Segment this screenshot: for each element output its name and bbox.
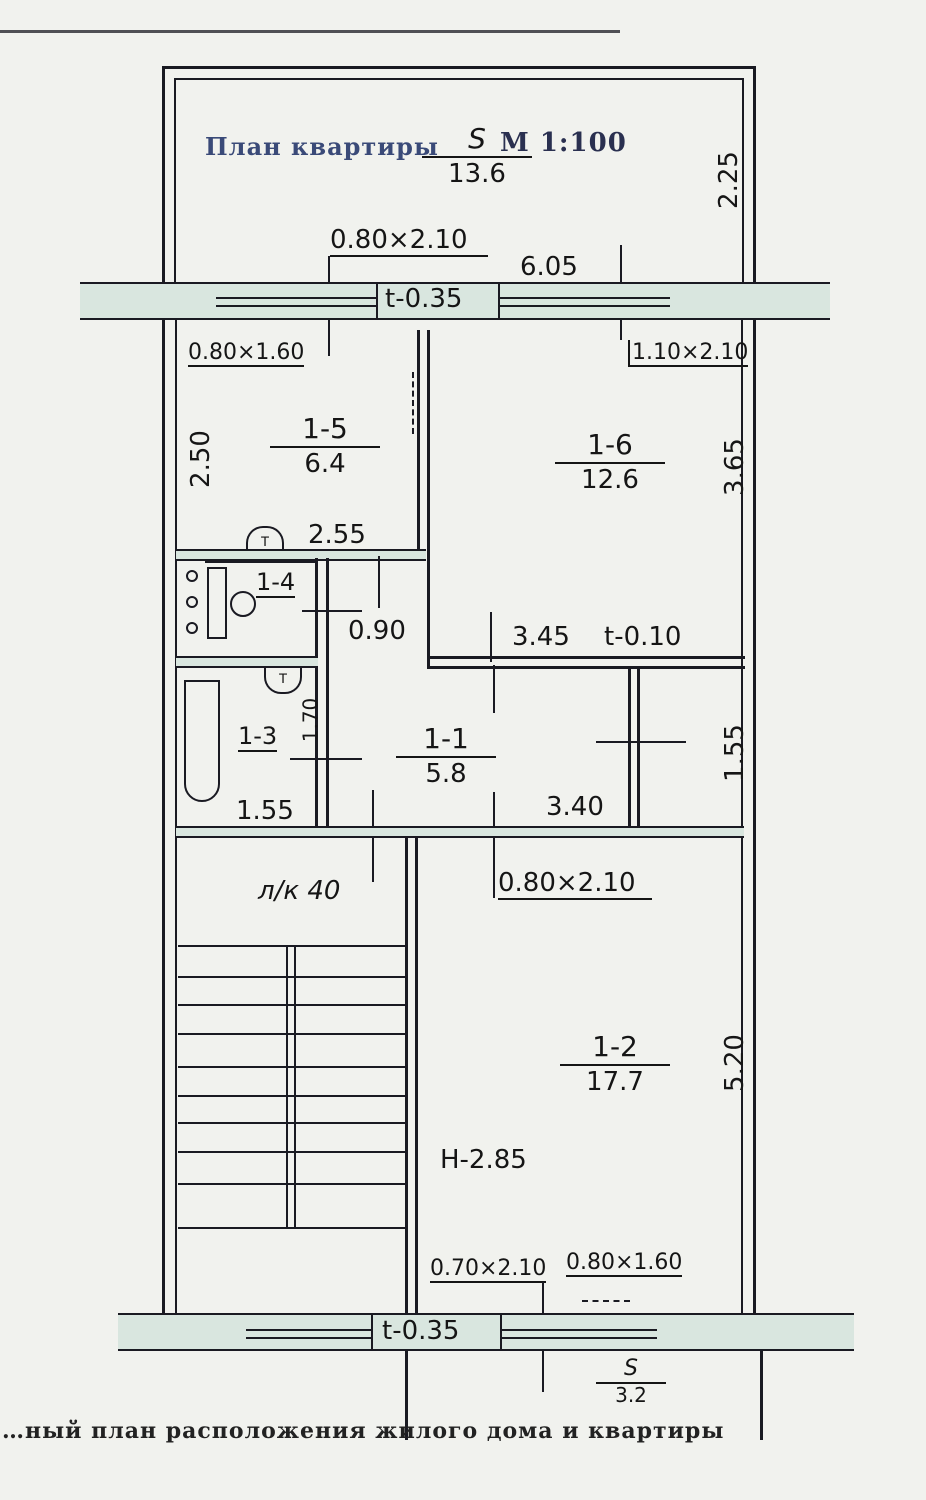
dim-door-1-2: 0.80×2.10: [498, 868, 652, 900]
stair-step: [178, 1151, 406, 1153]
toilet-bowl-icon: [230, 591, 256, 617]
ceiling-height-label: H-2.85: [440, 1145, 527, 1175]
dim-top-door: 0.80×2.10: [330, 225, 488, 257]
stair-step: [178, 1004, 406, 1006]
wall-closet-left-2: [637, 668, 640, 828]
dim-tick: [290, 758, 362, 760]
wall-thickness-top-box: [376, 282, 500, 320]
dim-tick: [596, 741, 686, 743]
stair-flight: [178, 945, 406, 1229]
radiator-icon: [582, 1300, 630, 1306]
dim-window-1-5: 0.80×1.60: [188, 340, 305, 367]
footer-caption: …ный план расположения жилого дома и ква…: [2, 1418, 725, 1444]
balcony-bottom-frame: [405, 1350, 763, 1440]
wall-1-6-bottom-2: [427, 666, 745, 669]
window-bottom-right: [502, 1329, 657, 1339]
dim-room-1-5-width: 2.55: [308, 520, 366, 550]
wall-closet-left: [628, 668, 631, 828]
balcony-top-inner: [174, 78, 744, 288]
wall-stair-right-2: [415, 836, 418, 1320]
dim-room-1-6-height: 3.65: [719, 438, 750, 496]
toilet-symbol: T: [246, 526, 284, 554]
stair-step: [178, 1066, 406, 1068]
dim-tick: [490, 612, 492, 662]
dim-bath-height: 1.70: [298, 697, 323, 743]
dim-bath-width: 1.55: [236, 796, 294, 826]
wall-1-5-bottom: [176, 549, 426, 561]
building-outline-inner: [175, 318, 743, 1318]
dim-tick: [378, 556, 380, 608]
toilet-symbol: T: [264, 668, 302, 694]
dim-partition-thickness: t-0.10: [604, 622, 682, 652]
window-bottom-left: [246, 1329, 371, 1339]
scale-label: М 1:100: [500, 128, 627, 158]
dim-hall-width: 3.40: [546, 792, 604, 822]
wall-1-5-right: [417, 330, 420, 552]
outer-wall-top: [80, 282, 830, 320]
wall-1-6-left: [427, 330, 430, 668]
room-label-1-3: 1-3: [238, 722, 278, 752]
room-label-1-5: 1-5 6.4: [270, 412, 380, 480]
room-label-1-1: 1-1 5.8: [396, 722, 496, 790]
wall-wet-right-2: [326, 558, 329, 828]
room-label-balcony-bottom: S 3.2: [596, 1356, 666, 1406]
dim-outer-wall-length: 6.05: [520, 252, 578, 282]
pipe-circle-icon: [186, 622, 198, 634]
room-label-1-2: 1-2 17.7: [560, 1030, 670, 1098]
dim-outer-wall-bottom-thickness: t-0.35: [382, 1316, 460, 1346]
stair-step: [178, 1122, 406, 1124]
dim-window-1-6: 1.10×2.10: [628, 340, 749, 367]
dim-room-1-6-width: 3.45: [512, 622, 570, 652]
stair-step: [178, 1033, 406, 1035]
building-outline: [162, 318, 756, 1318]
room-label-1-6: 1-6 12.6: [555, 428, 665, 496]
stair-handrail: [286, 947, 296, 1227]
dim-hall-height: 1.55: [719, 724, 750, 782]
pipe-circle-icon: [186, 570, 198, 582]
pipe-circle-icon: [186, 596, 198, 608]
room-label-balcony-top: S 13.6: [422, 122, 532, 190]
stair-step: [178, 976, 406, 978]
dim-outer-wall-top-thickness: t-0.35: [385, 284, 463, 314]
dim-balcony-depth: 2.25: [713, 151, 744, 209]
wall-1-6-bottom: [427, 656, 745, 659]
top-rule: [0, 30, 620, 33]
wall-thickness-bottom-box: [371, 1313, 502, 1351]
wall-1-4-bottom: [176, 656, 318, 668]
stair-label: л/к 40: [258, 876, 341, 906]
dim-tick: [493, 792, 495, 898]
radiator-icon: [404, 372, 414, 434]
outer-wall-bottom: [118, 1313, 854, 1351]
bathtub-icon: [184, 680, 220, 802]
wall-wet-right: [315, 558, 318, 828]
plan-stamp-title: План квартиры: [205, 132, 439, 161]
window-top-left: [216, 297, 376, 307]
dim-door-bottom: 0.70×2.10: [430, 1256, 547, 1283]
dim-room-1-5-height: 2.50: [185, 430, 216, 488]
dim-corridor-width: 0.90: [348, 616, 406, 646]
dim-window-bottom: 0.80×1.60: [566, 1250, 683, 1277]
wall-stair-right: [405, 836, 408, 1320]
balcony-top-frame: [162, 66, 756, 286]
dim-tick: [493, 665, 495, 713]
stair-step: [178, 1183, 406, 1185]
room-label-1-4: 1-4: [256, 568, 296, 598]
dim-tick: [302, 610, 362, 612]
wall-hall-bottom: [176, 826, 744, 838]
dim-room-1-2-height: 5.20: [719, 1034, 750, 1092]
window-top-right: [500, 297, 670, 307]
stair-step: [178, 1095, 406, 1097]
sink-icon: [207, 567, 227, 639]
